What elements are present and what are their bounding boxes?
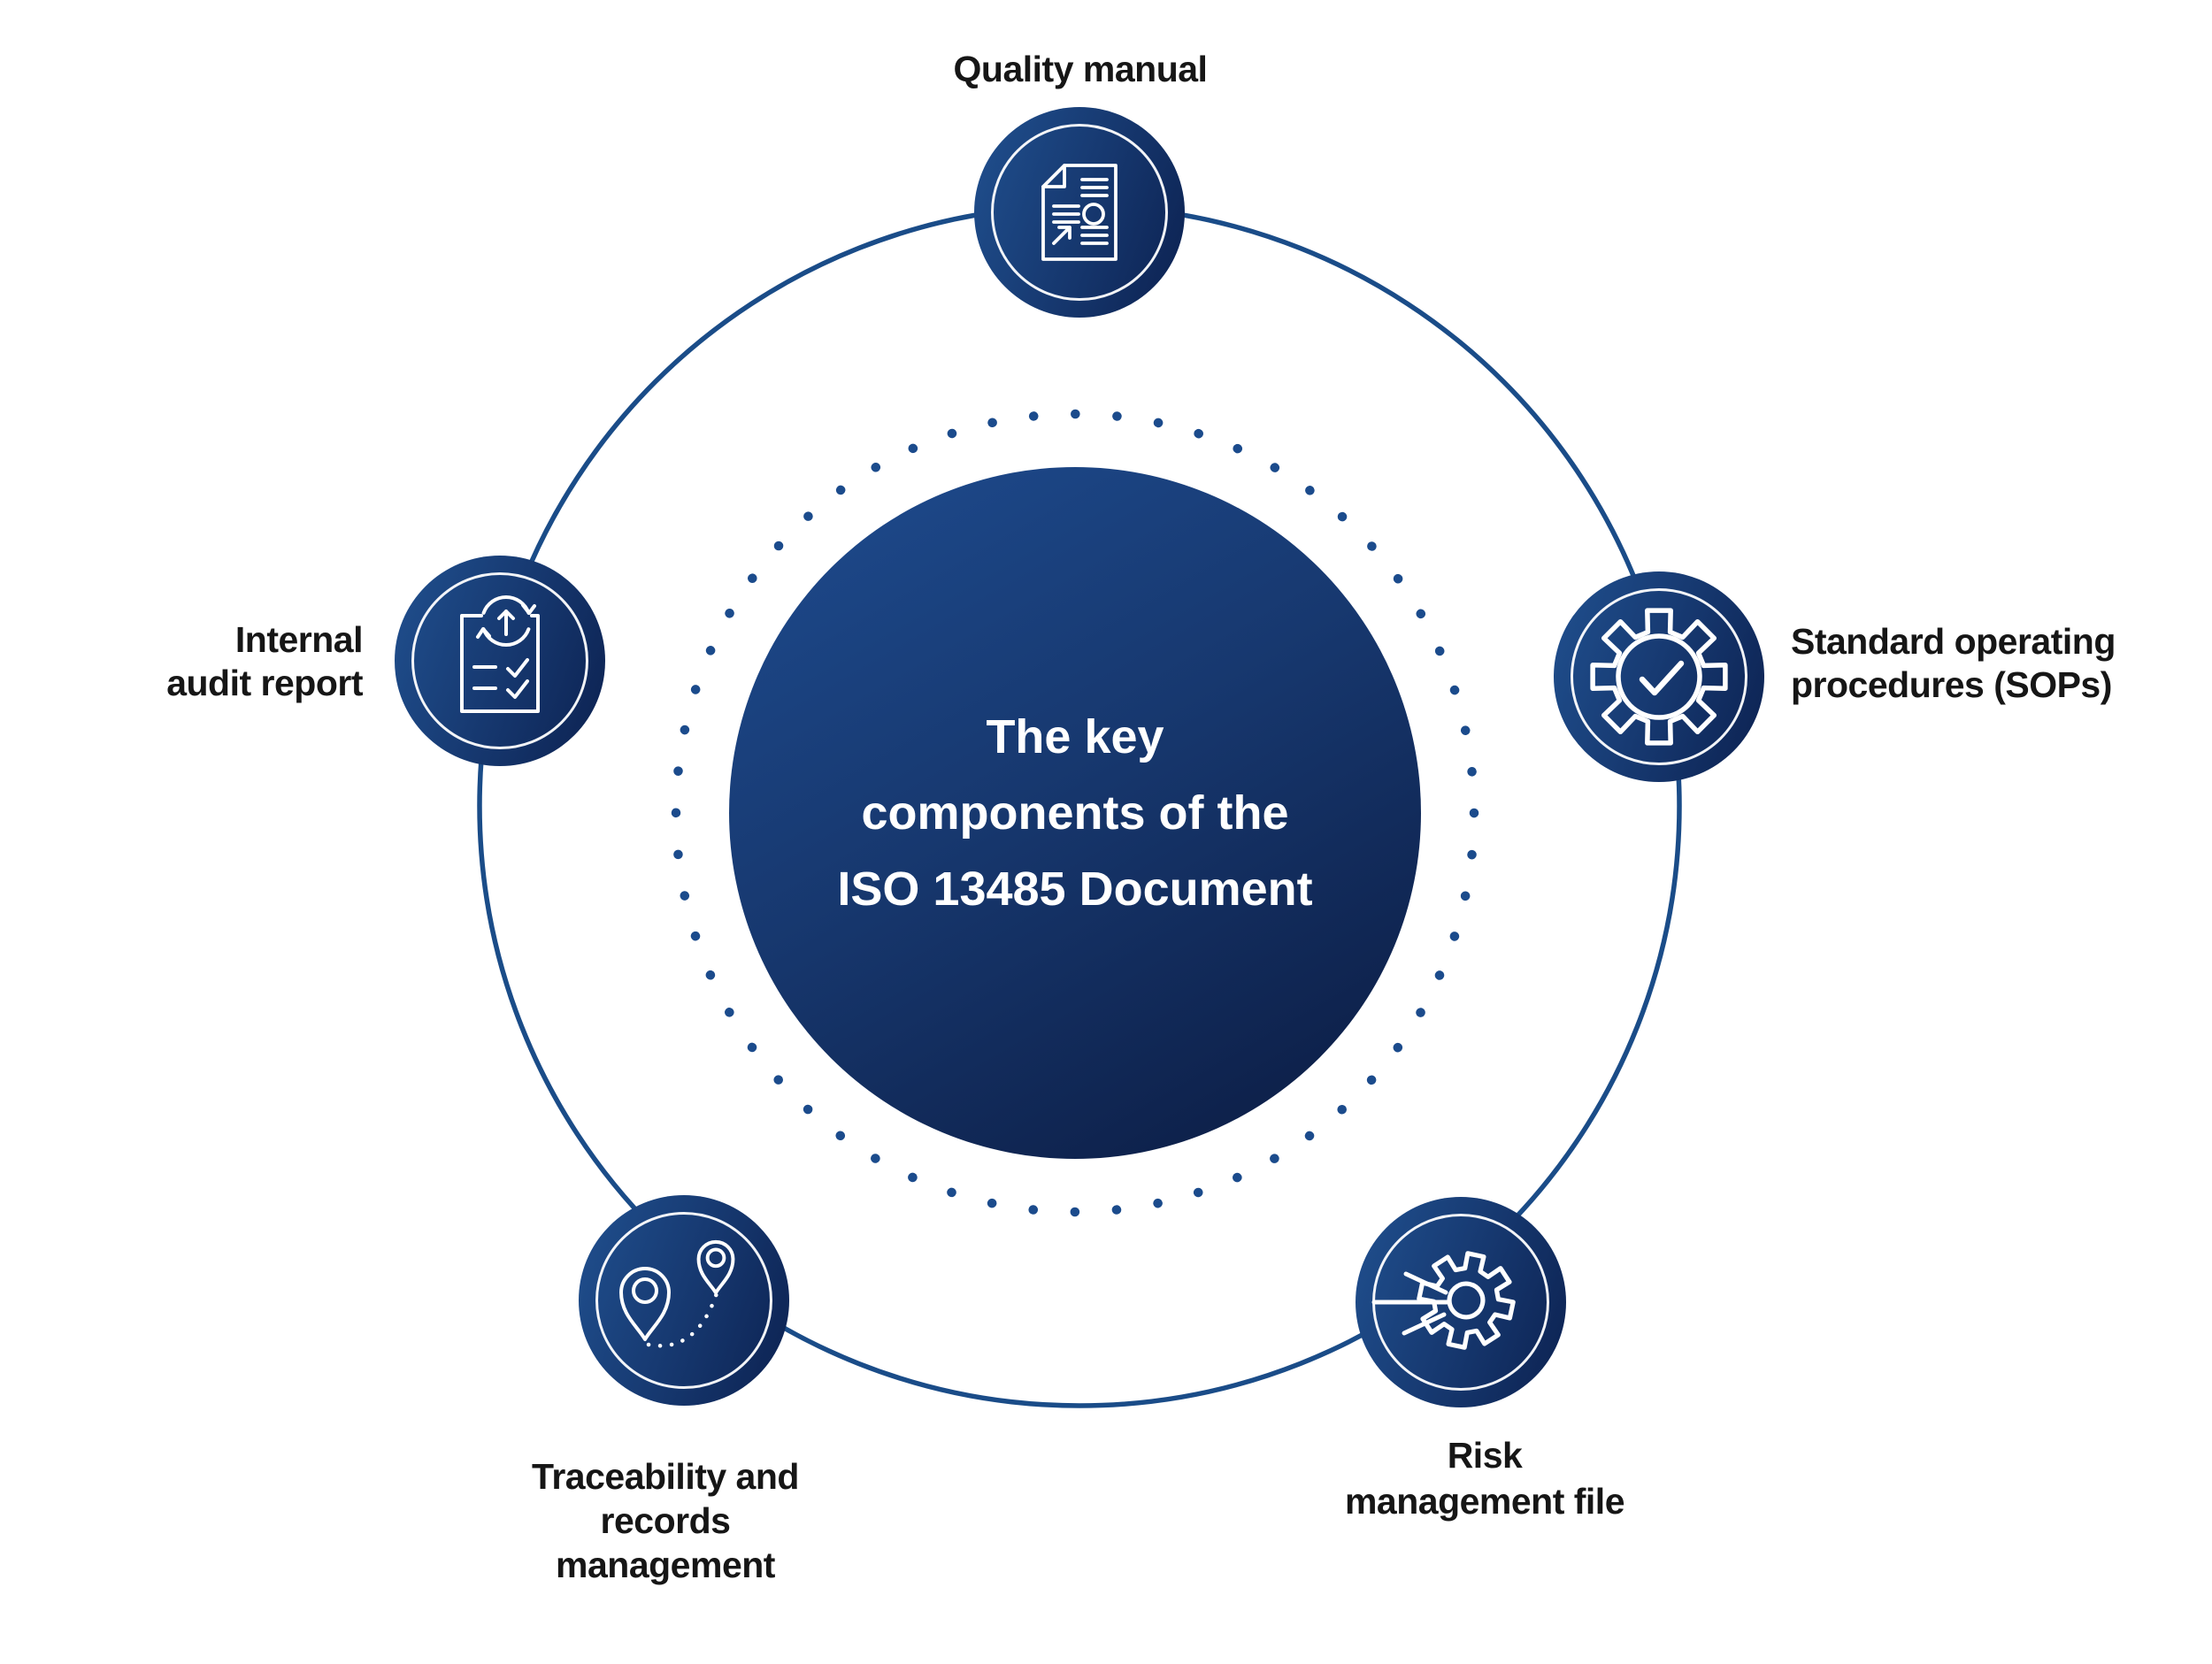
node-inner-ring: [1571, 588, 1747, 765]
node-inner-ring: [411, 572, 588, 749]
node-inner-ring: [991, 124, 1168, 301]
document-report-icon: [1041, 164, 1118, 261]
center-title-line2: components of the: [861, 786, 1289, 840]
node-inner-ring: [595, 1212, 772, 1389]
label-line: Traceability and: [532, 1456, 799, 1497]
label-line: audit report: [166, 663, 363, 703]
label-line: Risk: [1447, 1435, 1523, 1476]
map-pins-route-icon: [619, 1239, 735, 1348]
label-line: management file: [1344, 1481, 1625, 1522]
node-sops: [1554, 571, 1764, 782]
label-line: Internal: [234, 619, 364, 660]
label-line: records: [600, 1500, 731, 1541]
label-risk-management: Risk management file: [1219, 1432, 1750, 1524]
label-internal-audit: Internal audit report: [53, 618, 363, 705]
label-quality-manual: Quality manual: [815, 47, 1346, 91]
label-line: procedures (SOPs): [1791, 664, 2112, 705]
gear-impact-icon: [1371, 1251, 1516, 1350]
label-line: management: [556, 1545, 775, 1585]
node-traceability: [579, 1195, 789, 1406]
center-title-line3: ISO 13485 Document: [837, 863, 1313, 916]
dotted-ring: [671, 409, 1479, 1217]
label-line: Quality manual: [953, 49, 1208, 89]
label-traceability: Traceability and records management: [400, 1454, 931, 1587]
gear-check-icon: [1590, 608, 1728, 746]
node-quality-manual: [974, 107, 1185, 318]
node-internal-audit: [395, 556, 605, 766]
center-title-line1: The key: [986, 710, 1164, 763]
label-line: Standard operating: [1791, 621, 2116, 662]
node-risk-management: [1356, 1197, 1566, 1407]
label-sops: Standard operating procedures (SOPs): [1791, 620, 2212, 707]
center-title: The key components of the ISO 13485 Docu…: [837, 699, 1312, 927]
clipboard-sync-icon: [460, 594, 540, 713]
center-circle: The key components of the ISO 13485 Docu…: [729, 467, 1421, 1159]
